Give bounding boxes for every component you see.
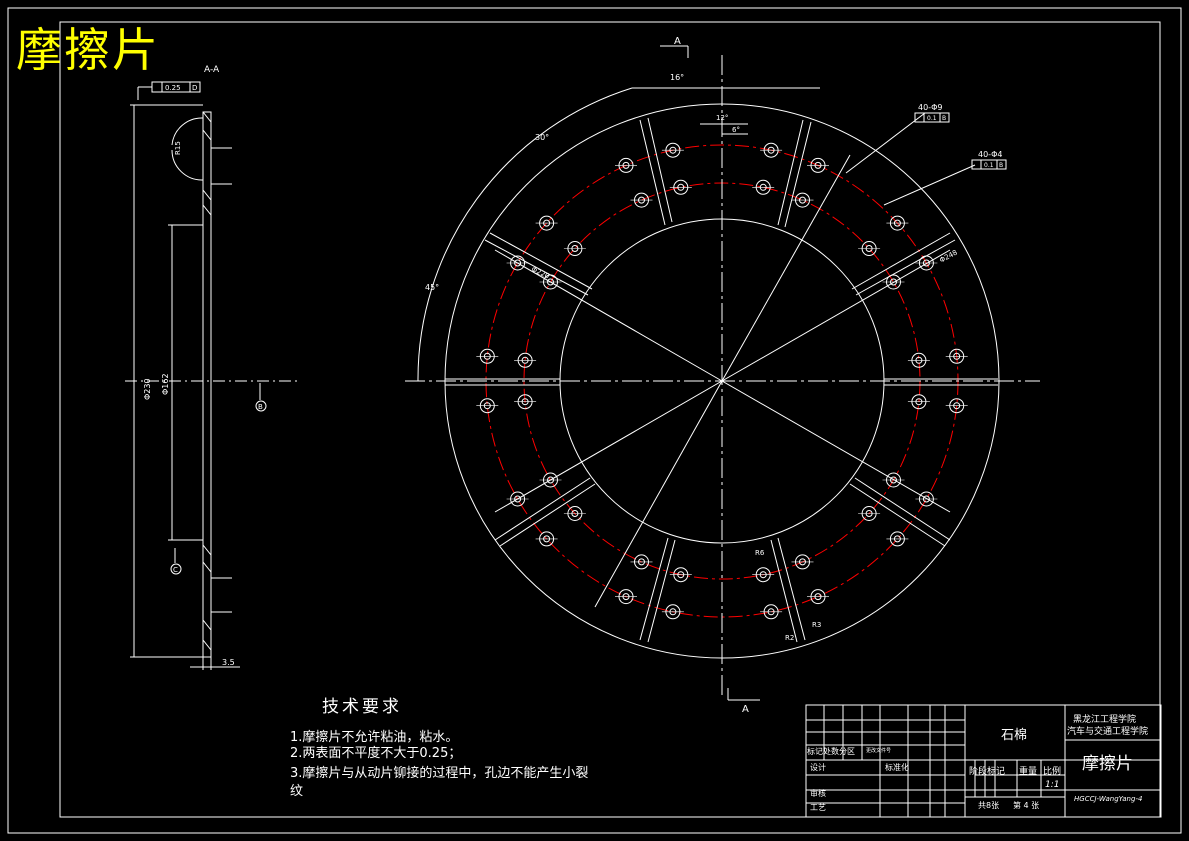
- part-name: 摩擦片: [1082, 754, 1133, 774]
- angle-16: 16°: [670, 73, 684, 82]
- sheet-count: 共8张: [978, 801, 1000, 810]
- weight-label: 重量: [1019, 767, 1038, 777]
- slots: [445, 117, 998, 643]
- dim-inner-dia: Φ162: [161, 373, 170, 395]
- material-label: 石棉: [1001, 728, 1028, 743]
- tech-item-4: 纹: [290, 784, 304, 799]
- tech-item-3: 3.摩擦片与从动片铆接的过程中，孔边不能产生小裂: [290, 766, 589, 781]
- dim-left-dia: Φ230: [143, 378, 152, 400]
- section-mark-top: A: [674, 36, 681, 47]
- r15-label: R15: [174, 141, 182, 155]
- hole-b-tol: 0.1: [984, 162, 994, 169]
- section-label: A-A: [204, 65, 220, 75]
- design-label: 设计: [810, 763, 826, 772]
- hole-a-tol: 0.1: [927, 115, 937, 122]
- section-mark-bottom: A: [742, 704, 749, 715]
- datum-b-label: B: [258, 403, 263, 411]
- process-label: 工艺: [810, 803, 826, 812]
- mark-row-label: 标记处数分区: [807, 747, 855, 756]
- hole-a-callout: 40-Φ9: [918, 103, 942, 112]
- drawing-number: HGCCJ-WangYang-4: [1074, 795, 1143, 803]
- inner-frame: [59, 21, 1161, 818]
- angle-12: 12°: [716, 114, 728, 122]
- angle-30: 30°: [535, 133, 549, 142]
- thickness-label: 3.5: [222, 658, 235, 667]
- r2-label: R2: [785, 634, 794, 642]
- r6-label: R6: [755, 549, 765, 557]
- tech-item-1: 1.摩擦片不允许粘油，粘水。: [290, 730, 459, 745]
- standard-label: 标准化: [885, 763, 909, 772]
- flatness-value: 0.25: [165, 84, 181, 92]
- sheet-number: 第 4 张: [1013, 801, 1040, 810]
- hole-b-callout: 40-Φ4: [978, 150, 1002, 159]
- title-block: [805, 704, 1162, 818]
- scale-label: 比例: [1043, 767, 1062, 777]
- datum-c-label: C: [173, 566, 178, 574]
- school-line-1: 黑龙江工程学院: [1073, 715, 1137, 725]
- scale-value: 1:1: [1045, 780, 1060, 790]
- angle-6: 6°: [732, 126, 740, 134]
- review-label: 审核: [810, 789, 826, 798]
- plate-section: [202, 111, 212, 658]
- r3-label: R3: [812, 621, 821, 629]
- sheet-title: 摩擦片: [16, 23, 160, 77]
- front-view: 45° 30° 16° 12° 6° A A 40-Φ9 0.1 B 40-Φ4…: [405, 36, 1040, 715]
- angle-45: 45°: [425, 283, 439, 292]
- section-view: A-A 0.25 D Φ230 Φ162 R15: [125, 65, 300, 670]
- hole-a-datum: B: [942, 115, 946, 122]
- doc-no-label: 更改文件号: [866, 748, 892, 754]
- outer-frame: [7, 7, 1182, 834]
- stage-mark-label: 阶段标记: [969, 767, 1006, 777]
- datum-d: D: [192, 84, 197, 92]
- hole-b-datum: B: [999, 162, 1003, 169]
- dia-pcd-label: Φ220: [530, 265, 550, 280]
- tech-item-2: 2.两表面不平度不大于0.25；: [290, 746, 462, 761]
- rivet-holes: [476, 142, 968, 620]
- school-line-2: 汽车与交通工程学院: [1067, 727, 1149, 737]
- tech-heading: 技术要求: [322, 697, 402, 717]
- dia-outer-label: Φ248: [938, 249, 958, 265]
